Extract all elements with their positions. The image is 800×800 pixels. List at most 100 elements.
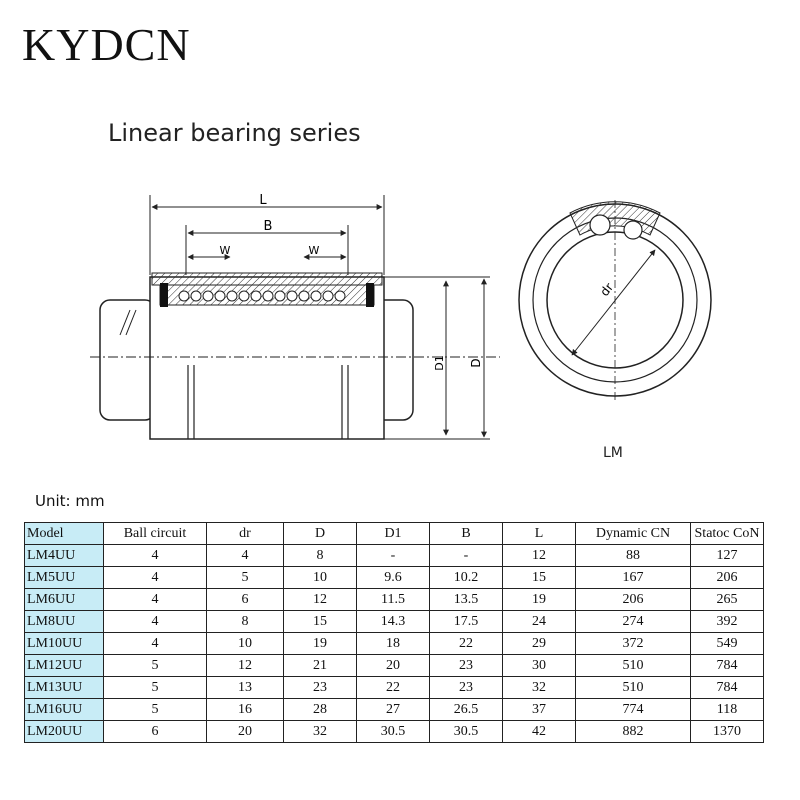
table-cell: 5: [103, 654, 207, 677]
table-cell: 37: [502, 698, 576, 721]
table-cell: 16: [206, 698, 284, 721]
table-cell: 17.5: [429, 610, 503, 633]
spec-table: Model Ball circuit dr D D1 B L Dynamic C…: [24, 522, 764, 743]
table-cell: 88: [575, 544, 691, 567]
table-cell: 32: [502, 676, 576, 699]
table-cell: 4: [103, 566, 207, 589]
header-dynamic-cn: Dynamic CN: [575, 522, 691, 545]
cell-model: LM13UU: [24, 676, 104, 699]
cell-model: LM16UU: [24, 698, 104, 721]
table-cell: 23: [283, 676, 357, 699]
table-cell: 22: [356, 676, 430, 699]
table-cell: 4: [103, 610, 207, 633]
cell-model: LM20UU: [24, 720, 104, 743]
table-cell: 265: [690, 588, 764, 611]
cell-model: LM8UU: [24, 610, 104, 633]
table-cell: 6: [103, 720, 207, 743]
table-cell: 15: [502, 566, 576, 589]
table-cell: 12: [206, 654, 284, 677]
unit-label: Unit: mm: [35, 492, 105, 510]
table-cell: 206: [575, 588, 691, 611]
table-cell: 549: [690, 632, 764, 655]
table-cell: 167: [575, 566, 691, 589]
table-cell: 4: [206, 544, 284, 567]
table-cell: 22: [429, 632, 503, 655]
table-cell: 5: [206, 566, 284, 589]
table-cell: 13: [206, 676, 284, 699]
table-cell: 20: [356, 654, 430, 677]
table-header-row: Model Ball circuit dr D D1 B L Dynamic C…: [24, 522, 764, 545]
table-cell: 774: [575, 698, 691, 721]
table-cell: 4: [103, 632, 207, 655]
dim-label-L: L: [259, 193, 267, 208]
table-cell: 28: [283, 698, 357, 721]
table-cell: 372: [575, 632, 691, 655]
cell-model: LM4UU: [24, 544, 104, 567]
table-cell: 13.5: [429, 588, 503, 611]
cell-model: LM6UU: [24, 588, 104, 611]
table-cell: 784: [690, 676, 764, 699]
cell-model: LM12UU: [24, 654, 104, 677]
table-cell: 206: [690, 566, 764, 589]
dim-label-W-left: W: [220, 244, 231, 257]
table-cell: 26.5: [429, 698, 503, 721]
table-cell: 510: [575, 654, 691, 677]
table-cell: 24: [502, 610, 576, 633]
dim-label-D: D: [469, 358, 483, 367]
table-cell: 4: [103, 588, 207, 611]
table-cell: 30.5: [356, 720, 430, 743]
cell-model: LM10UU: [24, 632, 104, 655]
header-D: D: [283, 522, 357, 545]
header-L: L: [502, 522, 576, 545]
table-cell: 20: [206, 720, 284, 743]
cell-model: LM5UU: [24, 566, 104, 589]
table-cell: 9.6: [356, 566, 430, 589]
table-cell: 30.5: [429, 720, 503, 743]
table-cell: 23: [429, 676, 503, 699]
table-cell: 42: [502, 720, 576, 743]
header-B: B: [429, 522, 503, 545]
table-cell: 10: [283, 566, 357, 589]
table-cell: 8: [206, 610, 284, 633]
table-cell: -: [356, 544, 430, 567]
table-cell: 18: [356, 632, 430, 655]
table-cell: 19: [283, 632, 357, 655]
end-view-label: LM: [603, 445, 623, 461]
table-cell: 5: [103, 676, 207, 699]
table-cell: 127: [690, 544, 764, 567]
brand-logo: KYDCN: [22, 19, 191, 70]
table-cell: 5: [103, 698, 207, 721]
header-static-con: Statoc CoN: [690, 522, 764, 545]
table-cell: 392: [690, 610, 764, 633]
header-model: Model: [24, 522, 104, 545]
table-cell: 510: [575, 676, 691, 699]
header-dr: dr: [206, 522, 284, 545]
table-cell: 29: [502, 632, 576, 655]
table-cell: 21: [283, 654, 357, 677]
table-cell: 10.2: [429, 566, 503, 589]
end-view-drawing: dr: [518, 200, 712, 400]
table-cell: -: [429, 544, 503, 567]
table-cell: 32: [283, 720, 357, 743]
table-cell: 10: [206, 632, 284, 655]
table-cell: 4: [103, 544, 207, 567]
table-cell: 6: [206, 588, 284, 611]
side-view-drawing: L B W W D1 D: [90, 193, 500, 440]
table-cell: 27: [356, 698, 430, 721]
table-cell: 274: [575, 610, 691, 633]
table-cell: 11.5: [356, 588, 430, 611]
table-cell: 12: [502, 544, 576, 567]
table-cell: 1370: [690, 720, 764, 743]
dim-label-D1: D1: [433, 355, 446, 370]
table-cell: 882: [575, 720, 691, 743]
table-cell: 19: [502, 588, 576, 611]
